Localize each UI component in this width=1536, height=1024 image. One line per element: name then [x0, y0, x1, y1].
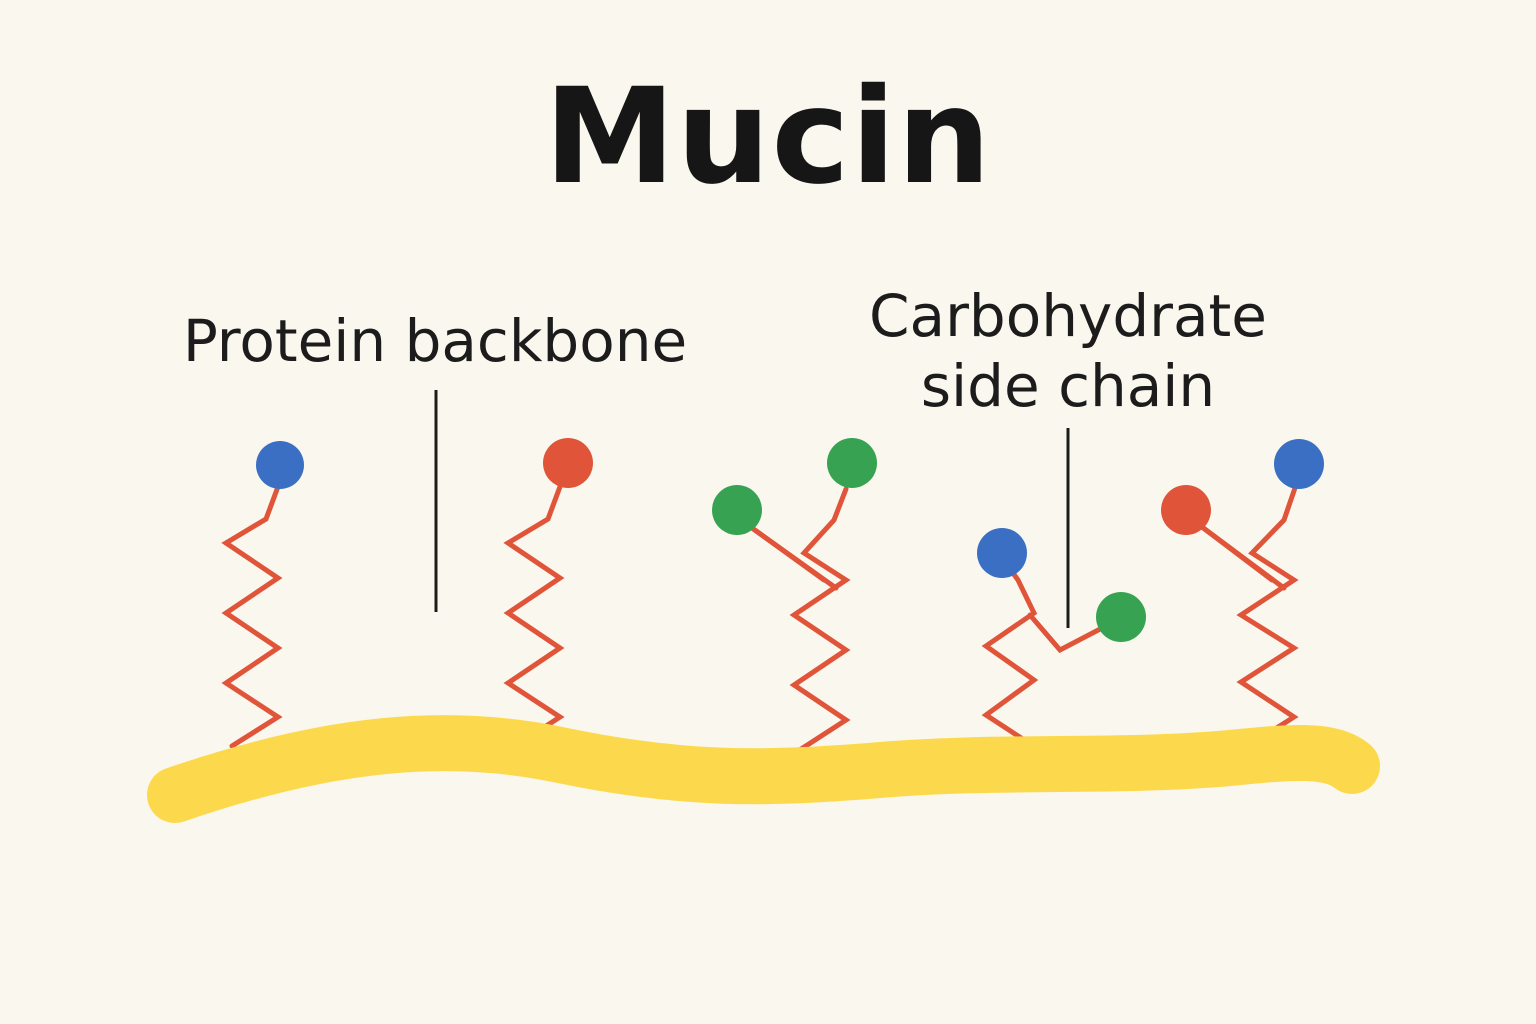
- green-sugar-icon: [1096, 592, 1146, 642]
- red-sugar-icon: [543, 438, 593, 488]
- carbohydrate-label-line-1: Carbohydrate: [869, 282, 1267, 350]
- protein-backbone-strand: [147, 715, 1380, 823]
- side-chain-4: [977, 528, 1146, 752]
- zigzag-chain: [503, 481, 565, 746]
- blue-sugar-icon: [1274, 439, 1324, 489]
- blue-sugar-icon: [977, 528, 1027, 578]
- protein-backbone-label: Protein backbone: [182, 307, 688, 375]
- blue-sugar-icon: [256, 441, 304, 489]
- green-sugar-icon: [712, 485, 762, 535]
- branch-link: [1027, 612, 1107, 654]
- red-sugar-icon: [1161, 485, 1211, 535]
- side-chain-3: [712, 438, 877, 771]
- branch-link: [749, 525, 827, 583]
- page-title: Mucin: [544, 60, 992, 214]
- branch-link: [1199, 524, 1275, 583]
- side-chain-5: [1161, 439, 1324, 763]
- zigzag-chain: [1236, 482, 1299, 763]
- zigzag-chain: [981, 563, 1041, 752]
- side-chain-1: [221, 441, 304, 749]
- green-sugar-icon: [827, 438, 877, 488]
- zigzag-chain: [221, 481, 283, 749]
- carbohydrate-side-chain-label: Carbohydrate side chain: [848, 281, 1288, 421]
- zigzag-chain: [789, 486, 851, 771]
- carbohydrate-label-line-2: side chain: [920, 352, 1216, 420]
- side-chain-2: [503, 438, 593, 746]
